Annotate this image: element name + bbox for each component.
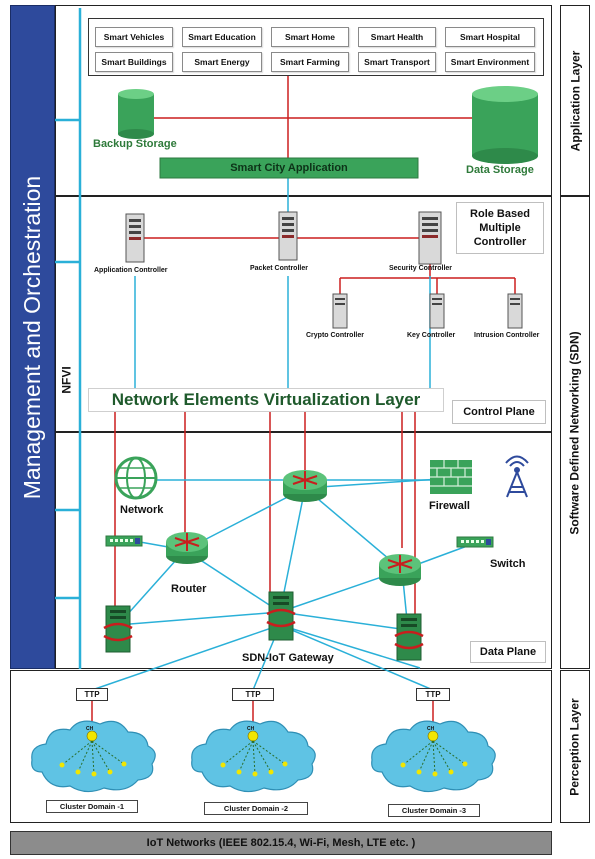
- application-layer-label-box: [560, 5, 590, 196]
- data-storage-icon: [472, 86, 538, 164]
- cluster-domain-1-label: Cluster Domain -1: [46, 800, 138, 813]
- data-plane-label: Data Plane: [470, 641, 546, 663]
- switch-label: Switch: [490, 558, 526, 570]
- service-smart-health: Smart Health: [358, 27, 436, 47]
- router-label: Router: [171, 583, 207, 595]
- packet-controller-icon: [278, 211, 298, 261]
- intrusion-controller-label: Intrusion Controller: [474, 332, 540, 339]
- service-smart-transport: Smart Transport: [358, 52, 436, 72]
- gateway-server-center-icon: [266, 591, 296, 641]
- packet-controller-label: Packet Controller: [250, 265, 308, 272]
- cluster-head-label-1: CH: [86, 726, 94, 732]
- security-controller-label: Security Controller: [389, 265, 453, 272]
- network-globe-icon: [114, 456, 158, 500]
- perception-layer-label-box: [560, 670, 590, 823]
- backup-storage-icon: [118, 89, 154, 139]
- firewall-icon: [430, 460, 472, 494]
- gateway-server-left-icon: [103, 605, 133, 653]
- router-center-icon: [283, 470, 327, 502]
- backup-storage-label: Backup Storage: [93, 138, 177, 150]
- service-smart-home: Smart Home: [271, 27, 349, 47]
- firewall-label: Firewall: [429, 500, 470, 512]
- cloud-domain-1-icon: [31, 720, 156, 793]
- application-controller-icon: [125, 213, 145, 263]
- virtualization-layer-box: Network Elements Virtualization Layer: [88, 388, 444, 412]
- gateway-label: SDN-IoT Gateway: [242, 652, 334, 664]
- service-smart-vehicles: Smart Vehicles: [95, 27, 173, 47]
- sdn-layer-label-box: [560, 196, 590, 669]
- crypto-controller-icon: [332, 293, 348, 329]
- control-plane-label: Control Plane: [452, 400, 546, 424]
- services-panel: [88, 18, 544, 76]
- cloud-domain-3-icon: [371, 720, 496, 793]
- switch-right-icon: [456, 536, 494, 548]
- service-smart-energy: Smart Energy: [182, 52, 262, 72]
- service-smart-buildings: Smart Buildings: [95, 52, 173, 72]
- gateway-server-right-icon: [394, 613, 424, 661]
- cluster-domain-3-label: Cluster Domain -3: [388, 804, 480, 817]
- router-left-icon: [166, 532, 208, 564]
- iot-networks-footer: IoT Networks (IEEE 802.15.4, Wi-Fi, Mesh…: [10, 831, 552, 855]
- switch-left-icon: [105, 535, 143, 547]
- cluster-head-label-2: CH: [247, 726, 255, 732]
- cluster-domain-2-label: Cluster Domain -2: [204, 802, 308, 815]
- ttp-box-2: TTP: [232, 688, 274, 701]
- service-smart-hospital: Smart Hospital: [445, 27, 535, 47]
- crypto-controller-label: Crypto Controller: [306, 332, 364, 339]
- cloud-domain-2-icon: [191, 720, 316, 793]
- network-label: Network: [120, 504, 164, 516]
- service-smart-farming: Smart Farming: [271, 52, 349, 72]
- key-controller-icon: [429, 293, 445, 329]
- antenna-tower-icon: [505, 455, 529, 498]
- data-storage-label: Data Storage: [466, 164, 534, 176]
- role-based-controller-box: Role Based Multiple Controller: [456, 202, 544, 254]
- service-smart-education: Smart Education: [182, 27, 262, 47]
- smart-city-application-bar: Smart City Application: [230, 162, 348, 174]
- management-bar: [10, 5, 55, 669]
- application-controller-label: Application Controller: [94, 267, 168, 274]
- intrusion-controller-icon: [507, 293, 523, 329]
- ttp-box-1: TTP: [76, 688, 108, 701]
- key-controller-label: Key Controller: [407, 332, 456, 339]
- security-controller-icon: [418, 211, 442, 265]
- router-right-icon: [379, 554, 421, 586]
- ttp-box-3: TTP: [416, 688, 450, 701]
- service-smart-environment: Smart Environment: [445, 52, 535, 72]
- cluster-head-label-3: CH: [427, 726, 435, 732]
